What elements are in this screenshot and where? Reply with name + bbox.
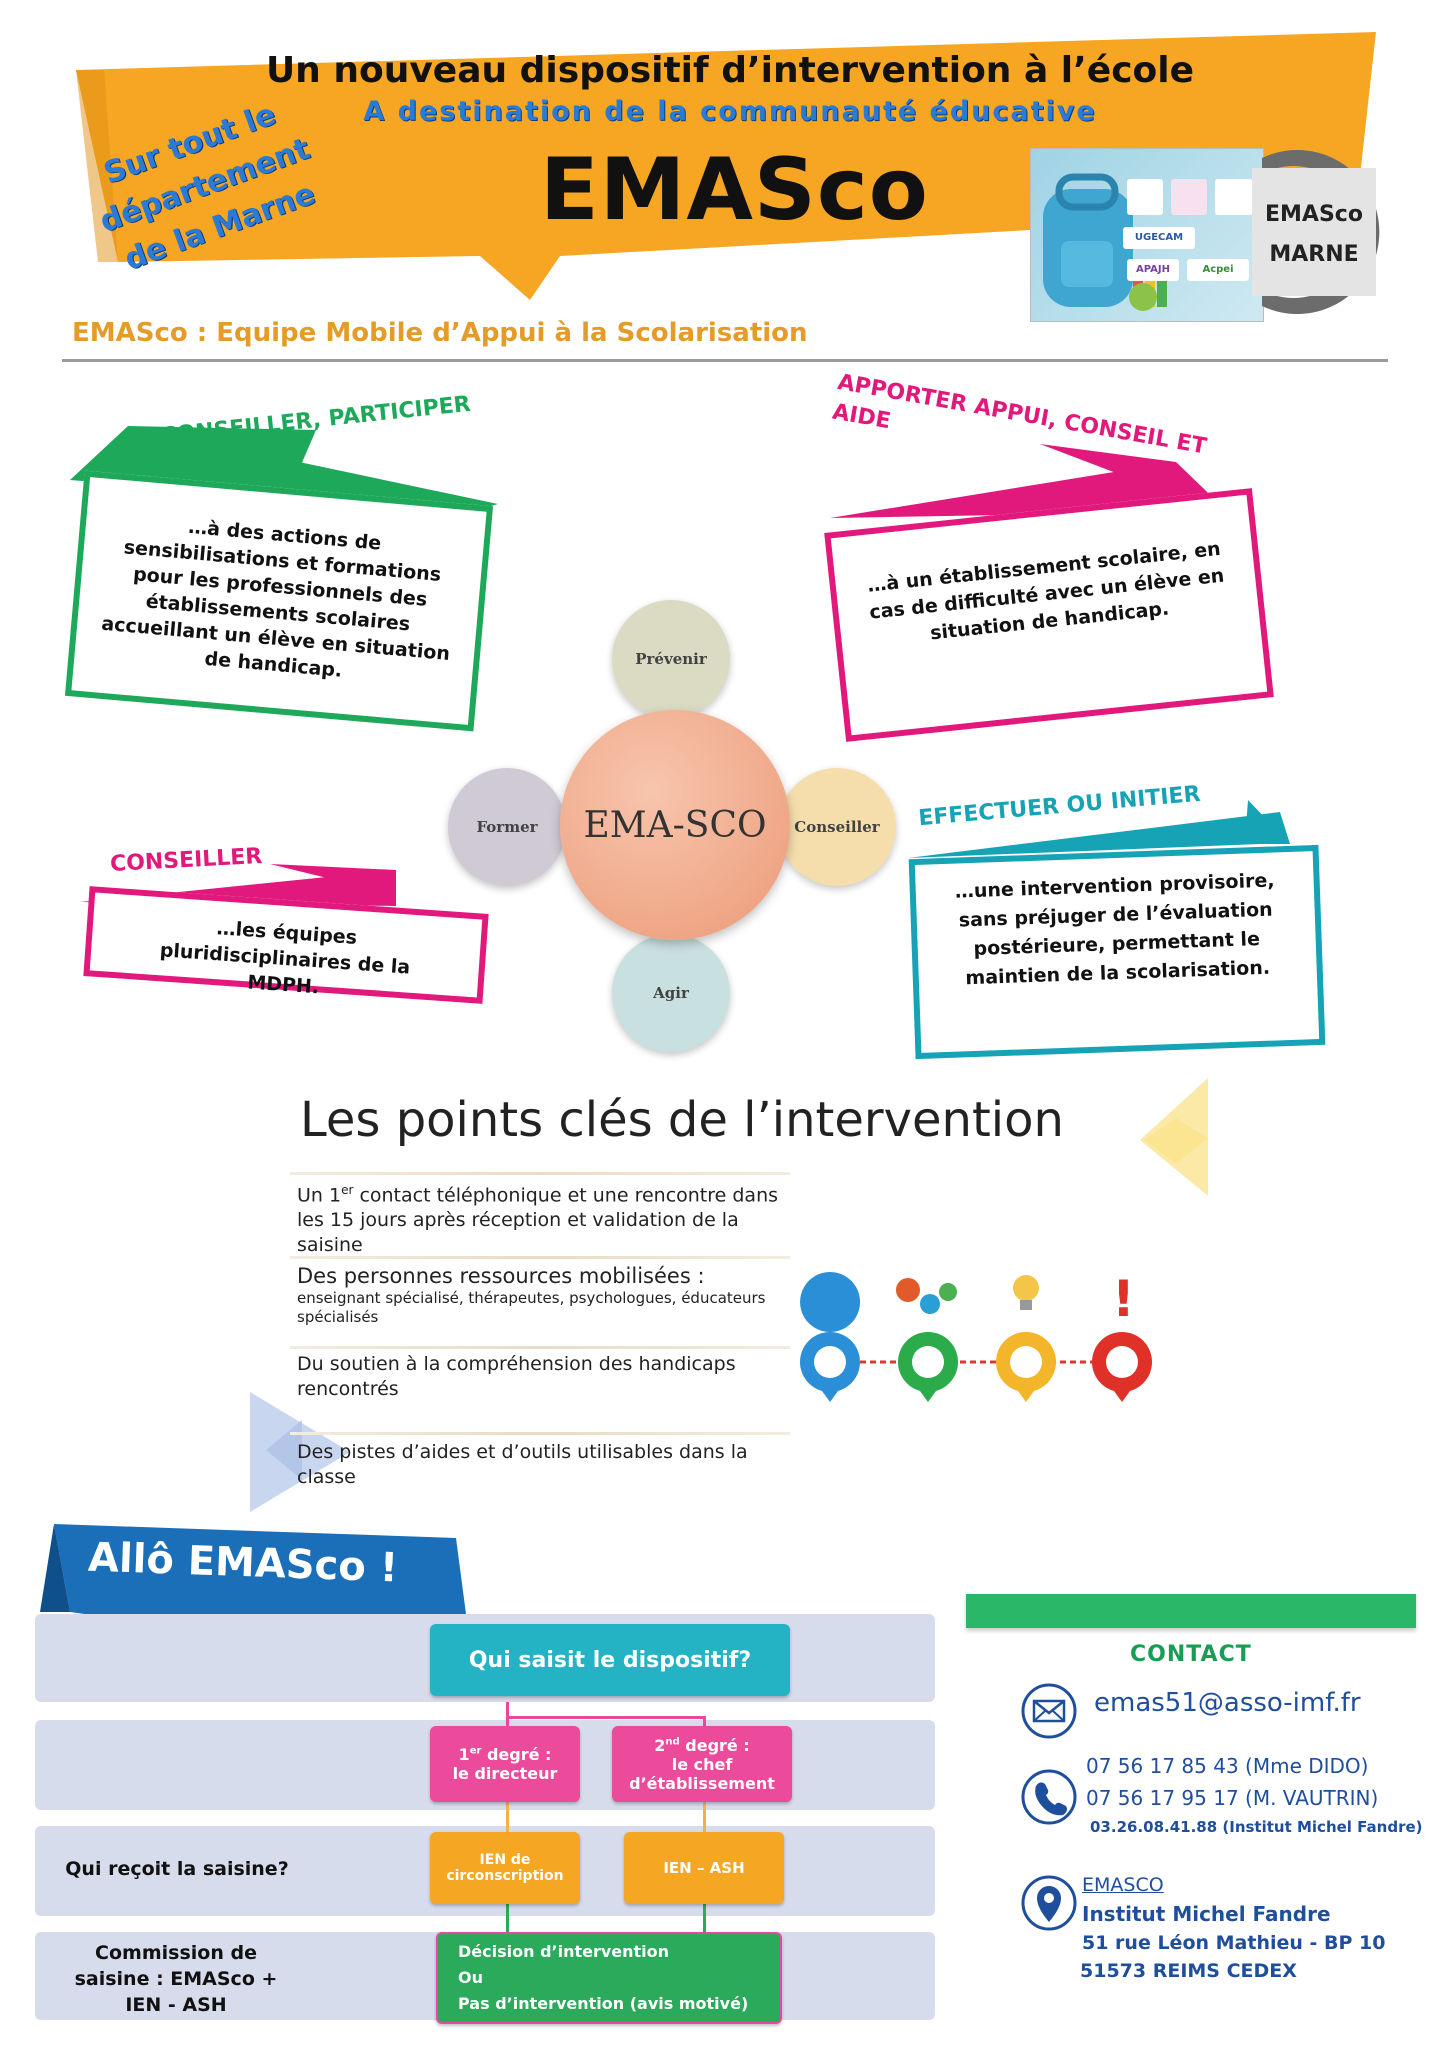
ien-ash-box: IEN – ASH <box>624 1832 784 1904</box>
connector <box>506 1900 509 1932</box>
gears-icon <box>896 1278 958 1402</box>
phone-icon <box>1021 1769 1077 1825</box>
partner-logo <box>1127 179 1163 215</box>
contact-title: CONTACT <box>1130 1642 1252 1667</box>
key-point: Du soutien à la compréhension des handic… <box>297 1353 736 1400</box>
key-point: Des pistes d’aides et d’outils utilisabl… <box>297 1441 748 1488</box>
partners-photo: UGECAM APAJH Acpei <box>1030 148 1264 322</box>
header-subtitle: A destination de la communauté éducative <box>363 96 1097 127</box>
ien-circonscription-box: IEN de circonscription <box>430 1832 580 1904</box>
partner-logo <box>1171 179 1207 215</box>
contact-phone-3[interactable]: 03.26.08.41.88 (Institut Michel Fandre) <box>1090 1818 1423 1836</box>
diagram-node-advise: Conseiller <box>778 768 896 886</box>
address-line-3: 51573 REIMS CEDEX <box>1080 1960 1297 1982</box>
brand-title: EMASco <box>540 140 929 240</box>
connector <box>506 1716 509 1728</box>
contact-email[interactable]: emas51@asso-imf.fr <box>1094 1688 1361 1718</box>
location-icon <box>1021 1875 1077 1931</box>
key-point: Un 1er contact téléphonique et une renco… <box>297 1183 779 1257</box>
contact-phone-1[interactable]: 07 56 17 85 43 (Mme DIDO) <box>1086 1754 1369 1778</box>
receives-label: Qui reçoit la saisine? <box>65 1858 289 1880</box>
key-points-title: Les points clés de l’intervention <box>300 1092 1064 1148</box>
diagram-node-prevent: Prévenir <box>612 600 730 718</box>
apajh-logo: APAJH <box>1127 259 1179 281</box>
acronym-line: EMASco : Equipe Mobile d’Appui à la Scol… <box>72 318 808 348</box>
commission-label: Commission de saisine : EMASco + IEN - A… <box>74 1942 278 2016</box>
separator <box>290 1256 790 1259</box>
second-degree-box: 2nd degré : le chef d’établissement <box>612 1726 792 1802</box>
connector <box>506 1702 509 1718</box>
acpei-logo: Acpei <box>1187 259 1249 281</box>
address-name: EMASCO <box>1082 1874 1164 1896</box>
key-point: Des personnes ressources mobilisées : en… <box>297 1264 766 1326</box>
email-icon <box>1021 1683 1077 1739</box>
mission-box-intervention: …une intervention provisoire, sans préju… <box>908 844 1326 1060</box>
divider <box>62 359 1388 362</box>
steps-graphic: ? ! <box>800 1270 1152 1402</box>
ugecam-logo: UGECAM <box>1123 227 1195 249</box>
connector <box>703 1900 706 1932</box>
emasco-marne-badge <box>1252 150 1380 314</box>
header-title: Un nouveau dispositif d’intervention à l… <box>265 50 1195 91</box>
decor-triangle-icon <box>1140 1078 1208 1196</box>
mission-text: …à des actions de sensibilisations et fo… <box>100 515 451 682</box>
contact-bar <box>966 1594 1416 1628</box>
badge-text: EMASco MARNE <box>1265 202 1363 267</box>
header-banner <box>76 32 1376 300</box>
diagram-node-train: Former <box>448 768 566 886</box>
connector <box>506 1716 706 1719</box>
decor-play-icon <box>250 1392 350 1512</box>
connector <box>703 1716 706 1728</box>
exclamation-icon: ! <box>1092 1270 1152 1402</box>
contact-phone-2[interactable]: 07 56 17 95 17 (M. VAUTRIN) <box>1086 1786 1379 1810</box>
separator <box>290 1346 790 1349</box>
mission-box-support: …à un établissement scolaire, en cas de … <box>824 488 1274 742</box>
mission-box-train: …à des actions de sensibilisations et fo… <box>64 470 494 732</box>
backpack-illustration <box>1043 173 1167 311</box>
svg-text:!: ! <box>1112 1270 1135 1328</box>
decision-box: Décision d’intervention Ou Pas d’interve… <box>436 1932 782 2024</box>
separator <box>290 1432 790 1435</box>
diagram-node-act: Agir <box>612 934 730 1052</box>
address-line-1: Institut Michel Fandre <box>1082 1902 1331 1926</box>
question-icon: ? <box>800 1270 861 1402</box>
partner-logo <box>1215 179 1253 215</box>
connector <box>506 1802 509 1832</box>
separator <box>290 1172 790 1175</box>
question-box: Qui saisit le dispositif? <box>430 1624 790 1696</box>
address-line-2: 51 rue Léon Mathieu - BP 10 <box>1082 1932 1386 1954</box>
connector <box>703 1802 706 1832</box>
first-degree-box: 1er degré : le directeur <box>430 1726 580 1802</box>
lightbulb-icon <box>996 1275 1056 1402</box>
mission-ribbons <box>70 426 1290 906</box>
mission-text: …une intervention provisoire, sans préju… <box>954 869 1275 990</box>
allo-banner <box>40 1524 466 1664</box>
diagram-center: EMA-SCO <box>560 710 790 940</box>
